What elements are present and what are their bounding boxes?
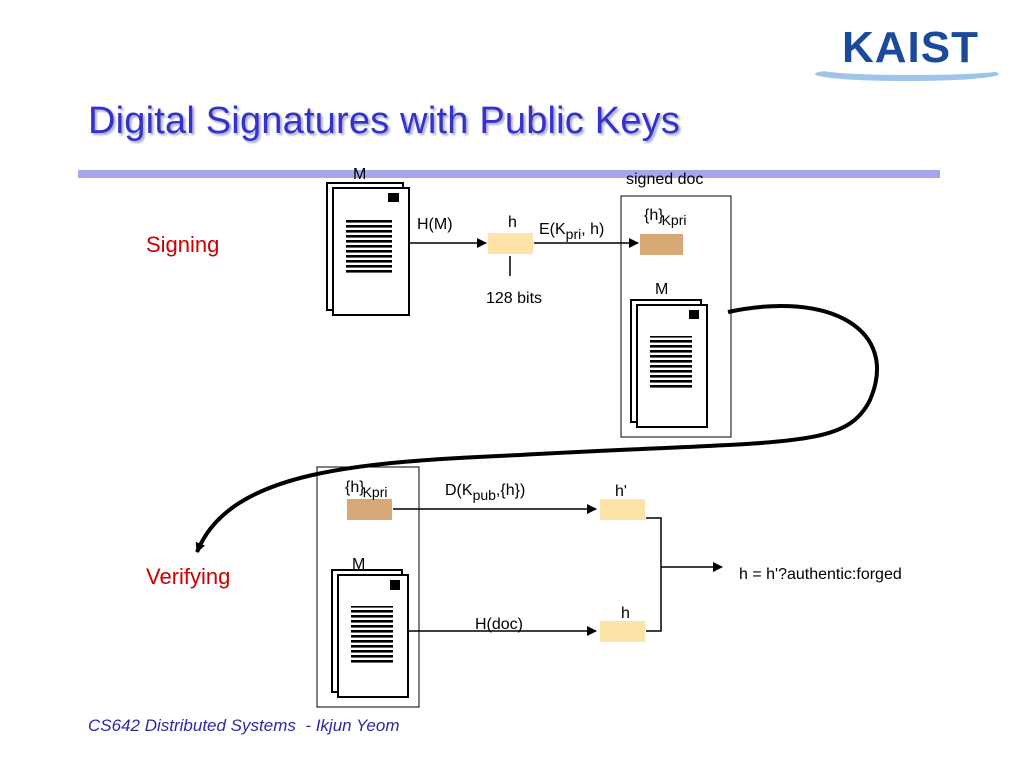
verify-signature-main: {h} bbox=[345, 479, 365, 496]
logo-swoosh-cut bbox=[822, 65, 1002, 75]
hash-box-h-prime bbox=[600, 499, 645, 520]
compare-bracket bbox=[646, 517, 662, 632]
signing-doc-label: M bbox=[353, 166, 367, 183]
decrypt-label-main: D(K bbox=[445, 482, 473, 499]
decrypt-label: D(Kpub,{h}) bbox=[445, 481, 526, 503]
footer-credit: CS642 Distributed Systems - Ikjun Yeom bbox=[88, 716, 400, 736]
footer-author: - Ikjun Yeom bbox=[295, 716, 400, 735]
encrypt-label-tail: , h) bbox=[581, 221, 605, 238]
verify-signature-label: {h}Kpri bbox=[345, 478, 388, 500]
signing-document-icon bbox=[326, 182, 410, 316]
signature-box-signed bbox=[640, 234, 683, 255]
signed-doc-label: M bbox=[655, 281, 669, 298]
verify-document-icon bbox=[331, 569, 409, 698]
encrypt-label: E(Kpri, h) bbox=[539, 220, 605, 242]
decrypted-hash-label: h' bbox=[615, 483, 627, 500]
transfer-curve-arrow bbox=[195, 303, 879, 553]
decrypt-label-sub: pub bbox=[472, 487, 496, 503]
hash-box-h-verify bbox=[600, 621, 645, 642]
signed-signature-sub: Kpri bbox=[661, 212, 687, 228]
verify-signature-sub: Kpri bbox=[362, 484, 388, 500]
signed-document-icon bbox=[630, 299, 708, 428]
encrypt-label-main: E(K bbox=[539, 221, 566, 238]
signed-doc-frame bbox=[620, 195, 732, 438]
title-divider bbox=[78, 170, 940, 178]
decrypt-label-tail: ,{h}) bbox=[495, 482, 526, 499]
signed-signature-label: {h}Kpri bbox=[644, 206, 687, 228]
hash-function-label: H(M) bbox=[417, 216, 453, 233]
verify-doc-label: M bbox=[352, 556, 366, 573]
verify-doc-frame bbox=[316, 466, 420, 708]
hash-label: h bbox=[508, 214, 517, 231]
verify-hash-label: h bbox=[621, 605, 630, 622]
footer-course: CS642 Distributed Systems bbox=[88, 716, 296, 735]
signing-label: Signing bbox=[146, 232, 220, 257]
signature-box-verify bbox=[347, 499, 392, 520]
page-title: Digital Signatures with Public Keys bbox=[88, 100, 681, 142]
signed-doc-title: signed doc bbox=[626, 171, 704, 188]
hash-box-h bbox=[488, 233, 533, 254]
encrypt-label-sub: pri bbox=[565, 226, 582, 242]
logo-text: KAIST bbox=[842, 23, 979, 72]
kaist-logo: KAIST bbox=[815, 23, 1002, 81]
signed-signature-main: {h} bbox=[644, 207, 664, 224]
hash-doc-label: H(doc) bbox=[475, 616, 524, 633]
verifying-label: Verifying bbox=[146, 564, 231, 589]
hash-size-label: 128 bits bbox=[486, 290, 543, 307]
result-label: h = h'?authentic:forged bbox=[739, 566, 902, 583]
